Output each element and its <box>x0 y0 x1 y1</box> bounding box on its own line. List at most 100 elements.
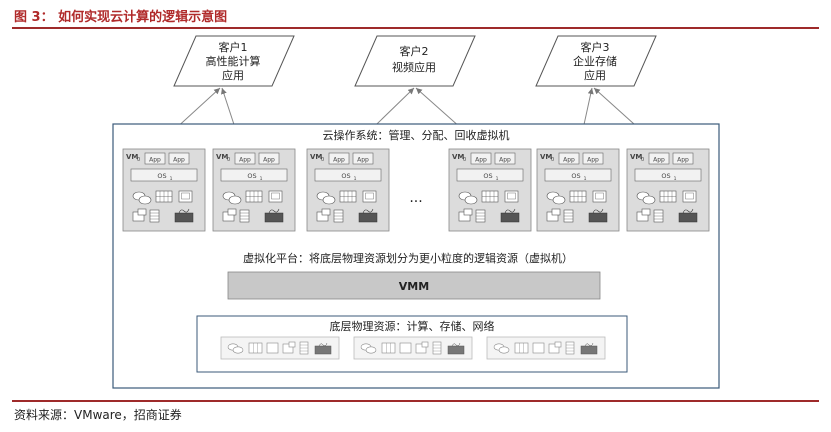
client-3-line-2: 应用 <box>584 68 606 82</box>
app-label: App <box>587 157 599 164</box>
os-bar <box>130 168 198 182</box>
app-label: App <box>563 157 575 164</box>
app-box <box>648 152 670 165</box>
os-label: OS <box>341 172 350 180</box>
client-1-line-2: 应用 <box>222 68 244 82</box>
app-label: App <box>263 157 275 164</box>
memory-icon <box>481 190 499 203</box>
monitor-icon <box>266 342 279 354</box>
vm-label-sub: 0 <box>551 157 554 163</box>
physical-resource-group <box>486 336 606 360</box>
os-bar <box>634 168 702 182</box>
vmm-bar <box>227 271 601 300</box>
os-label: OS <box>157 172 166 180</box>
client-3-name: 客户3 <box>581 40 610 54</box>
disk-icon <box>365 346 377 354</box>
vm-label: VM <box>126 153 138 161</box>
storage-icon <box>149 209 160 223</box>
memory-icon <box>514 342 529 354</box>
network-card-icon <box>222 208 237 222</box>
physical-group-bg <box>220 336 340 360</box>
app-label: App <box>333 157 345 164</box>
disk-icon <box>552 195 566 205</box>
os-label: OS <box>571 172 580 180</box>
monitor-icon <box>682 190 697 203</box>
os-bar <box>456 168 524 182</box>
app-label: App <box>475 157 487 164</box>
client-1: 客户1 高性能计算 应用 <box>173 35 295 87</box>
physical-resource-groups <box>220 336 606 360</box>
vm-label: VM <box>310 153 322 161</box>
network-card-icon <box>546 208 561 222</box>
network-card-icon <box>282 341 296 354</box>
disk-icon <box>464 195 478 205</box>
storage-icon <box>333 209 344 223</box>
client-3-line-1: 企业存储 <box>573 54 617 68</box>
os-bar <box>314 168 382 182</box>
storage-icon <box>475 209 486 223</box>
client-1-name: 客户1 <box>219 40 248 54</box>
memory-icon <box>339 190 357 203</box>
os-label: OS <box>661 172 670 180</box>
vm-label-sub: 0 <box>137 157 140 163</box>
cloud-os-label: 云操作系统：管理、分配、回收虚拟机 <box>323 128 510 142</box>
monitor-icon <box>532 342 545 354</box>
disk-icon <box>138 195 152 205</box>
app-label: App <box>149 157 161 164</box>
app-box <box>258 152 280 165</box>
memory-icon <box>659 190 677 203</box>
app-box <box>144 152 166 165</box>
vm-label: VM <box>630 153 642 161</box>
storage-icon <box>239 209 250 223</box>
network-card-icon <box>132 208 147 222</box>
os-label-sub: 1 <box>170 176 173 182</box>
keyboard-icon <box>500 208 520 223</box>
disk-icon <box>498 346 510 354</box>
monitor-icon <box>399 342 412 354</box>
storage-icon <box>565 341 575 355</box>
physical-group-bg <box>486 336 606 360</box>
memory-icon <box>248 342 263 354</box>
keyboard-icon <box>588 208 608 223</box>
figure-source: 资料来源：VMware，招商证券 <box>14 408 182 422</box>
monitor-icon <box>178 190 193 203</box>
os-bar <box>220 168 288 182</box>
physical-resource-group <box>220 336 340 360</box>
disk-icon <box>228 195 242 205</box>
app-box <box>558 152 580 165</box>
client-2: 客户2 视频应用 <box>354 35 476 87</box>
app-label: App <box>677 157 689 164</box>
keyboard-icon <box>174 208 194 223</box>
app-box <box>352 152 374 165</box>
vm-label-sub: 0 <box>227 157 230 163</box>
client-3: 客户3 企业存储 应用 <box>535 35 657 87</box>
os-label-sub: 1 <box>584 176 587 182</box>
client-3-shape <box>535 35 657 87</box>
app-label: App <box>653 157 665 164</box>
app-label: App <box>239 157 251 164</box>
os-label: OS <box>483 172 492 180</box>
vm-label: VM <box>452 153 464 161</box>
vm-label: VM <box>216 153 228 161</box>
app-box <box>494 152 516 165</box>
os-label-sub: 1 <box>674 176 677 182</box>
memory-icon <box>569 190 587 203</box>
network-card-icon <box>316 208 331 222</box>
app-label: App <box>499 157 511 164</box>
top-rule <box>12 27 819 29</box>
virtualization-label: 虚拟化平台：将底层物理资源划分为更小粒度的逻辑资源（虚拟机） <box>243 251 573 265</box>
app-box <box>470 152 492 165</box>
os-label-sub: 1 <box>354 176 357 182</box>
client-2-name: 客户2 <box>400 44 429 58</box>
network-card-icon <box>548 341 562 354</box>
bottom-rule <box>12 400 819 402</box>
vm-label-sub: 0 <box>321 157 324 163</box>
figure-title: 图 3： 如何实现云计算的逻辑示意图 <box>14 10 228 25</box>
app-box <box>672 152 694 165</box>
keyboard-icon <box>447 342 465 355</box>
monitor-icon <box>504 190 519 203</box>
keyboard-icon <box>678 208 698 223</box>
